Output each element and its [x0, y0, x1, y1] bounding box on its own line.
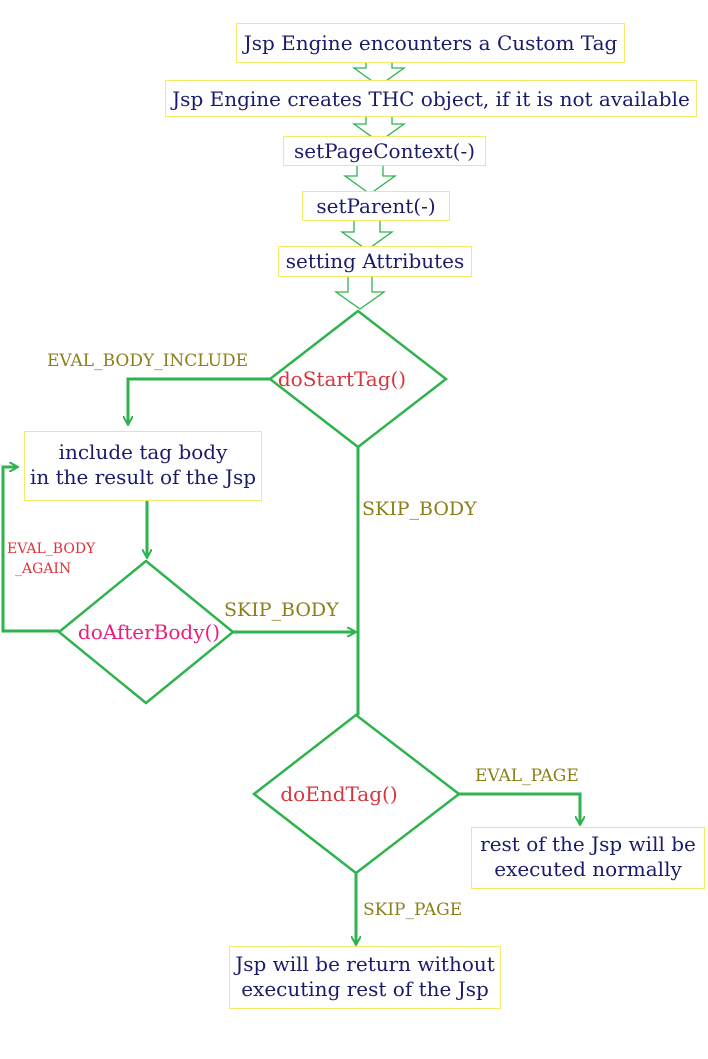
create-thc-object-box: Jsp Engine creates THC object, if it is …: [165, 80, 697, 117]
do-after-body-diamond: [57, 559, 235, 705]
eval-body-include-connector: [128, 377, 270, 424]
return-without-executing-line1: Jsp will be return without: [235, 952, 495, 976]
include-tag-body-line2: in the result of the Jsp: [29, 465, 257, 489]
skip-body-after-label: SKIP_BODY: [224, 599, 339, 621]
eval-body-include-label: EVAL_BODY_INCLUDE: [47, 351, 249, 371]
eval-body-again-line2: _AGAIN: [15, 561, 72, 577]
do-after-body-label: doAfterBody(): [77, 620, 221, 644]
set-attributes-box: setting Attributes: [278, 246, 472, 277]
set-parent-box: setParent(-): [302, 191, 450, 221]
include-tag-body-box: include tag body in the result of the Js…: [24, 431, 262, 501]
eval-body-again-line1: EVAL_BODY: [7, 541, 96, 557]
skip-page-label: SKIP_PAGE: [363, 900, 463, 920]
eval-page-connector: [459, 792, 580, 824]
set-page-context-text: setPageContext(-): [293, 139, 476, 163]
encounter-custom-tag-box: Jsp Engine encounters a Custom Tag: [236, 23, 625, 63]
block-arrow-3: [342, 162, 398, 195]
eval-body-again-loop: [1, 467, 59, 633]
set-parent-text: setParent(-): [316, 194, 436, 218]
do-end-tag-label: doEndTag(): [280, 782, 398, 806]
create-thc-object-text: Jsp Engine creates THC object, if it is …: [172, 87, 690, 111]
return-without-executing-box: Jsp will be return without executing res…: [229, 946, 501, 1009]
rest-executed-box: rest of the Jsp will be executed normall…: [471, 827, 705, 889]
set-attributes-text: setting Attributes: [285, 249, 465, 273]
return-without-executing-line2: executing rest of the Jsp: [241, 977, 489, 1001]
block-arrow-5: [333, 274, 387, 310]
rest-executed-line2: executed normally: [494, 857, 682, 881]
eval-page-label: EVAL_PAGE: [475, 766, 579, 786]
skip-body-start-label: SKIP_BODY: [362, 498, 477, 520]
encounter-custom-tag-text: Jsp Engine encounters a Custom Tag: [243, 31, 618, 55]
set-page-context-box: setPageContext(-): [283, 136, 486, 166]
do-start-tag-label: doStartTag(): [277, 367, 407, 391]
eval-body-again-label: EVAL_BODY _AGAIN: [7, 539, 95, 579]
include-tag-body-line1: include tag body: [58, 440, 228, 464]
rest-executed-line1: rest of the Jsp will be: [480, 832, 696, 856]
